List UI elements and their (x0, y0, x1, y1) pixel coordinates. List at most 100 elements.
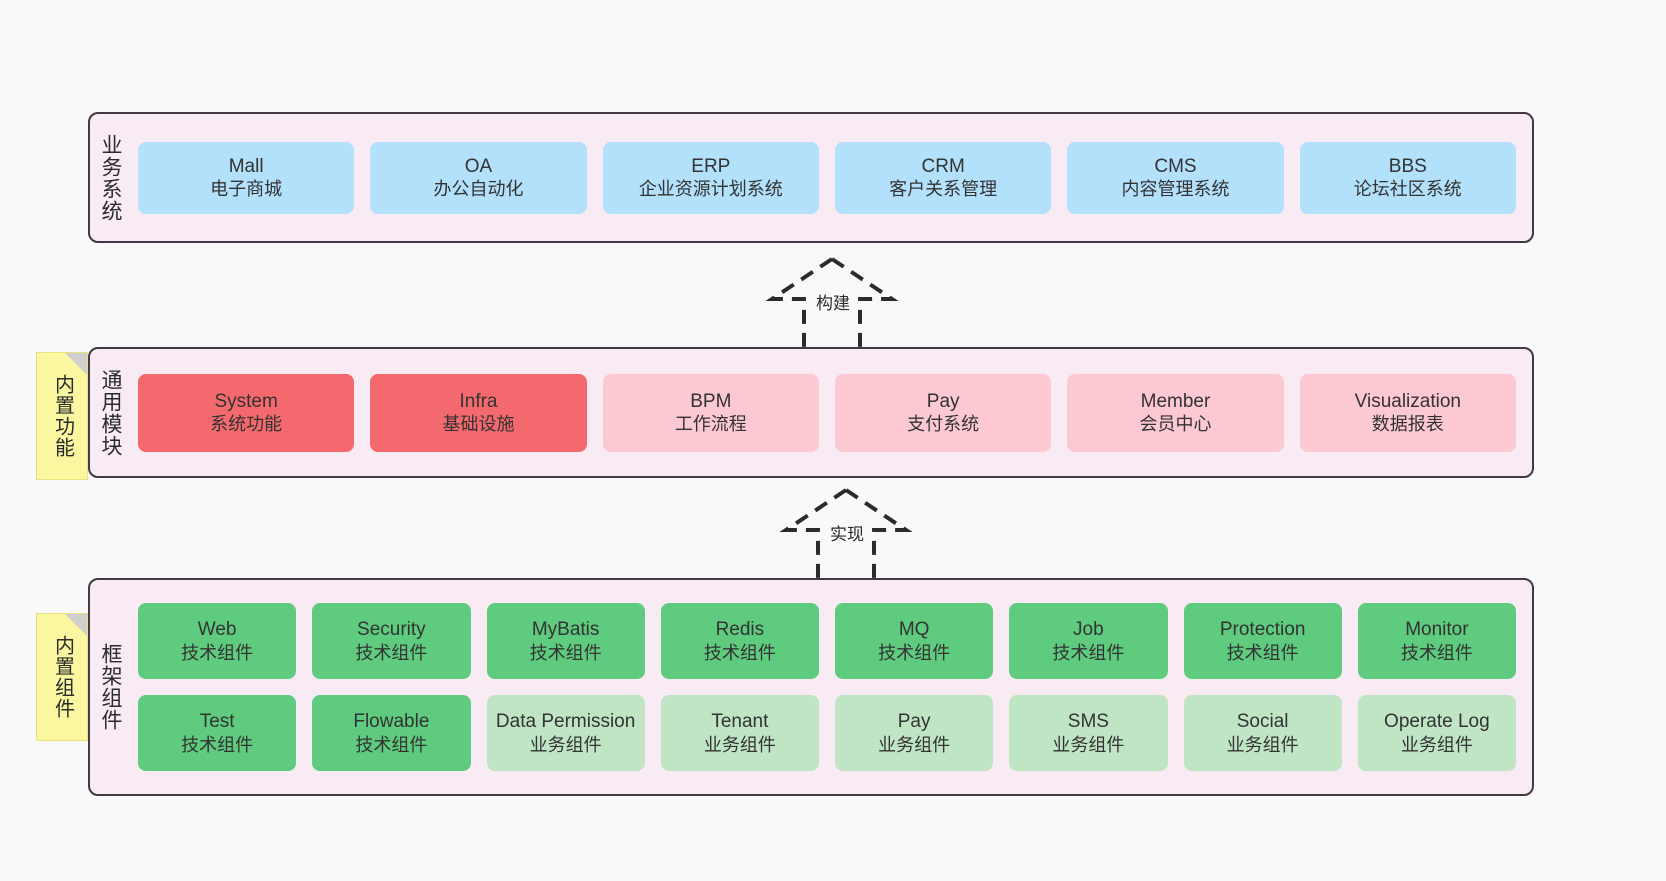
card-data-permission[interactable]: Data Permission 业务组件 (486, 695, 645, 771)
card-visualization-en: Visualization (1354, 390, 1461, 412)
card-sms-cn: 业务组件 (1052, 734, 1125, 755)
card-cms-en: CMS (1154, 155, 1197, 177)
card-bpm-en: BPM (690, 390, 732, 412)
card-monitor-en: Monitor (1405, 619, 1469, 641)
card-flowable-en: Flowable (353, 711, 430, 733)
card-member[interactable]: Member 会员中心 (1067, 373, 1284, 452)
card-redis-cn: 技术组件 (703, 642, 776, 663)
card-pay-module[interactable]: Pay 支付系统 (834, 373, 1052, 452)
card-sms[interactable]: SMS 业务组件 (1009, 695, 1168, 771)
note-builtin-component: 内置组件 (36, 613, 88, 741)
card-mall[interactable]: Mall 电子商城 (138, 141, 355, 214)
layer-common-title: 通用模块 (98, 368, 122, 457)
card-tenant[interactable]: Tenant 业务组件 (660, 695, 819, 771)
card-flowable[interactable]: Flowable 技术组件 (312, 695, 471, 771)
connector-build: 构建 (742, 253, 922, 349)
card-member-cn: 会员中心 (1139, 414, 1212, 435)
card-bpm-cn: 工作流程 (674, 414, 747, 435)
card-operate-log[interactable]: Operate Log 业务组件 (1357, 695, 1516, 771)
card-flowable-cn: 技术组件 (355, 734, 428, 755)
card-erp-cn: 企业资源计划系统 (638, 179, 783, 200)
card-security[interactable]: Security 技术组件 (312, 603, 471, 679)
card-infra-en: Infra (459, 390, 498, 412)
card-social-en: Social (1236, 711, 1289, 733)
card-system-en: System (214, 390, 278, 412)
card-pay-component-cn: 业务组件 (878, 734, 951, 755)
card-job[interactable]: Job 技术组件 (1009, 603, 1168, 679)
note-builtin-function: 内置功能 (36, 352, 88, 480)
card-system[interactable]: System 系统功能 (138, 373, 355, 452)
card-mq-en: MQ (898, 619, 930, 641)
card-data-permission-en: Data Permission (495, 711, 636, 733)
layer-framework-title: 框架组件 (98, 643, 122, 731)
card-test-cn: 技术组件 (181, 734, 254, 755)
card-data-permission-cn: 业务组件 (529, 734, 602, 755)
connector-build-label: 构建 (814, 289, 852, 314)
card-security-en: Security (357, 619, 426, 641)
card-protection-cn: 技术组件 (1226, 642, 1299, 663)
connector-build-arrow (765, 257, 899, 349)
card-member-en: Member (1140, 390, 1211, 412)
card-erp[interactable]: ERP 企业资源计划系统 (602, 141, 819, 214)
card-crm-cn: 客户关系管理 (889, 179, 998, 200)
note-builtin-component-label: 内置组件 (51, 635, 74, 719)
card-oa[interactable]: OA 办公自动化 (370, 141, 587, 214)
card-test[interactable]: Test 技术组件 (138, 695, 297, 771)
layer-common-body: System 系统功能 Infra 基础设施 BPM 工作流程 Pay 支付系统… (130, 349, 1532, 476)
card-infra[interactable]: Infra 基础设施 (370, 373, 587, 452)
card-social[interactable]: Social 业务组件 (1183, 695, 1342, 771)
card-bbs-en: BBS (1388, 155, 1427, 177)
card-system-cn: 系统功能 (210, 414, 283, 435)
card-pay-component-en: Pay (897, 711, 931, 733)
card-mybatis-cn: 技术组件 (529, 642, 602, 663)
layer-business-systems: 业务系统 Mall 电子商城 OA 办公自动化 ERP 企业资源计划系统 CRM… (88, 112, 1534, 243)
card-operate-log-cn: 业务组件 (1400, 734, 1473, 755)
card-sms-en: SMS (1067, 711, 1109, 733)
card-pay-module-en: Pay (926, 390, 960, 412)
framework-card-row-biz: Test 技术组件 Flowable 技术组件 Data Permission … (138, 695, 1516, 771)
connector-implement-arrow (779, 488, 913, 580)
connector-implement: 实现 (756, 484, 936, 580)
card-pay-component[interactable]: Pay 业务组件 (835, 695, 994, 771)
card-redis-en: Redis (715, 619, 765, 641)
card-test-en: Test (199, 711, 235, 733)
card-mall-en: Mall (228, 155, 264, 177)
framework-card-row-tech: Web 技术组件 Security 技术组件 MyBatis 技术组件 Redi… (138, 603, 1516, 679)
common-card-row: System 系统功能 Infra 基础设施 BPM 工作流程 Pay 支付系统… (138, 373, 1516, 452)
card-monitor-cn: 技术组件 (1400, 642, 1473, 663)
card-protection[interactable]: Protection 技术组件 (1183, 603, 1342, 679)
card-mq[interactable]: MQ 技术组件 (835, 603, 994, 679)
card-pay-module-cn: 支付系统 (907, 414, 980, 435)
card-cms-cn: 内容管理系统 (1121, 179, 1230, 200)
card-oa-cn: 办公自动化 (433, 179, 524, 200)
card-redis[interactable]: Redis 技术组件 (660, 603, 819, 679)
card-bpm[interactable]: BPM 工作流程 (602, 373, 819, 452)
card-erp-en: ERP (691, 155, 731, 177)
card-social-cn: 业务组件 (1226, 734, 1299, 755)
card-crm-en: CRM (921, 155, 965, 177)
card-mq-cn: 技术组件 (878, 642, 951, 663)
note-fold-corner-icon (65, 614, 87, 636)
card-monitor[interactable]: Monitor 技术组件 (1357, 603, 1516, 679)
layer-common-modules: 通用模块 System 系统功能 Infra 基础设施 BPM 工作流程 Pay… (88, 347, 1534, 478)
card-web[interactable]: Web 技术组件 (138, 603, 297, 679)
card-visualization[interactable]: Visualization 数据报表 (1299, 373, 1516, 452)
card-job-en: Job (1073, 619, 1104, 641)
card-tenant-en: Tenant (711, 711, 769, 733)
card-bbs-cn: 论坛社区系统 (1353, 179, 1462, 200)
card-protection-en: Protection (1219, 619, 1306, 641)
card-crm[interactable]: CRM 客户关系管理 (834, 141, 1052, 214)
note-fold-corner-icon (65, 353, 87, 375)
card-bbs[interactable]: BBS 论坛社区系统 (1299, 141, 1516, 214)
card-mybatis[interactable]: MyBatis 技术组件 (486, 603, 645, 679)
layer-framework-body: Web 技术组件 Security 技术组件 MyBatis 技术组件 Redi… (130, 580, 1532, 794)
card-cms[interactable]: CMS 内容管理系统 (1067, 141, 1284, 214)
layer-business-body: Mall 电子商城 OA 办公自动化 ERP 企业资源计划系统 CRM 客户关系… (130, 114, 1532, 241)
layer-business-title: 业务系统 (98, 133, 122, 222)
card-job-cn: 技术组件 (1052, 642, 1125, 663)
connector-implement-label: 实现 (828, 520, 866, 545)
card-mall-cn: 电子商城 (210, 179, 283, 200)
card-infra-cn: 基础设施 (442, 414, 515, 435)
card-operate-log-en: Operate Log (1384, 711, 1490, 733)
